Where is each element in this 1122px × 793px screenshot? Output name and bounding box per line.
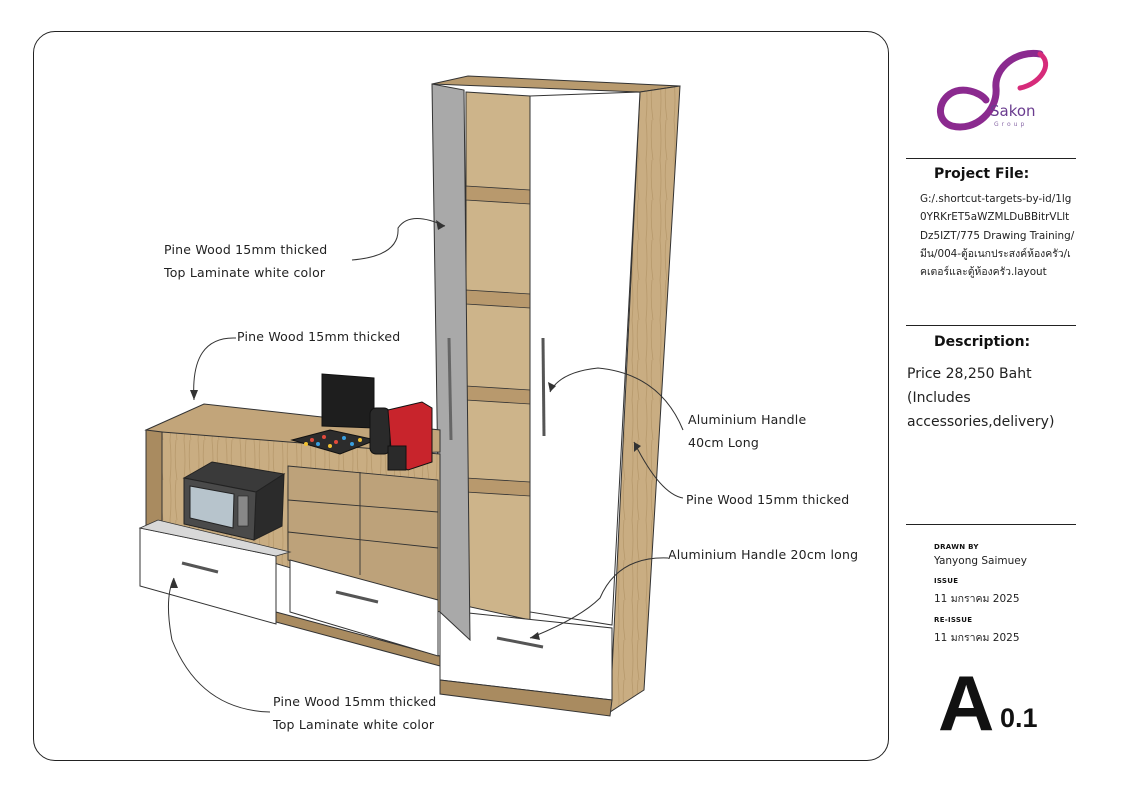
- callout-line: Pine Wood 15mm thicked: [273, 694, 437, 709]
- callout-arrowheads: [170, 220, 641, 640]
- project-file-path: G:/.shortcut-targets-by-id/1lg0YRKrET5aW…: [920, 193, 1075, 279]
- callout-counter-top: Pine Wood 15mm thicked: [237, 325, 400, 348]
- sheet-number: 0.1: [1000, 703, 1038, 733]
- issue-value: 11 มกราคม 2025: [934, 593, 1020, 605]
- callout-door-material: Pine Wood 15mm thicked Top Laminate whit…: [164, 238, 327, 284]
- tall-cabinet: [431, 75, 681, 717]
- callout-line: Aluminium Handle 20cm long: [668, 547, 859, 562]
- divider: [906, 158, 1076, 159]
- callout-line: Pine Wood 15mm thicked: [164, 242, 328, 257]
- divider: [906, 524, 1076, 525]
- callout-line: Aluminium Handle: [688, 412, 807, 427]
- project-file-heading: Project File:: [934, 166, 1030, 182]
- microwave: [182, 461, 286, 541]
- title-block: Sakon Group Project File: G:/.shortcut-t…: [906, 0, 1076, 793]
- issue-label: ISSUE: [934, 577, 959, 585]
- drawing-frame: [33, 31, 889, 761]
- sheet-letter: A: [938, 659, 995, 747]
- cabinet-drawing: [138, 75, 684, 717]
- drawn-by-value: Yanyong Saimuey: [934, 555, 1027, 567]
- description-heading: Description:: [934, 334, 1031, 350]
- callout-line: Top Laminate white color: [164, 265, 326, 280]
- callout-side-panel: Pine Wood 15mm thicked: [686, 488, 849, 511]
- description-text: Price 28,250 Baht (Includes accessories,…: [907, 366, 1055, 430]
- coffee-machine: [369, 401, 433, 471]
- drawn-by-label: DRAWN BY: [934, 543, 979, 551]
- callout-leaders: [167, 218, 684, 713]
- callout-line: 40cm Long: [688, 435, 759, 450]
- callout-line: Top Laminate white color: [273, 717, 435, 732]
- callout-line: Pine Wood 15mm thicked: [686, 492, 850, 507]
- reissue-value: 11 มกราคม 2025: [934, 632, 1020, 644]
- callout-long-handle: Aluminium Handle 40cm Long: [688, 408, 806, 454]
- callout-line: Pine Wood 15mm thicked: [237, 329, 401, 344]
- callout-drawer-material: Pine Wood 15mm thicked Top Laminate whit…: [273, 690, 436, 736]
- divider: [906, 325, 1076, 326]
- callout-short-handle: Aluminium Handle 20cm long: [668, 543, 858, 566]
- sakon-group-logo-icon: [937, 49, 1049, 131]
- tablet-display: [290, 373, 378, 455]
- reissue-label: RE-ISSUE: [934, 616, 973, 624]
- logo-subtitle: Group: [994, 121, 1028, 128]
- logo-name: Sakon: [990, 102, 1036, 120]
